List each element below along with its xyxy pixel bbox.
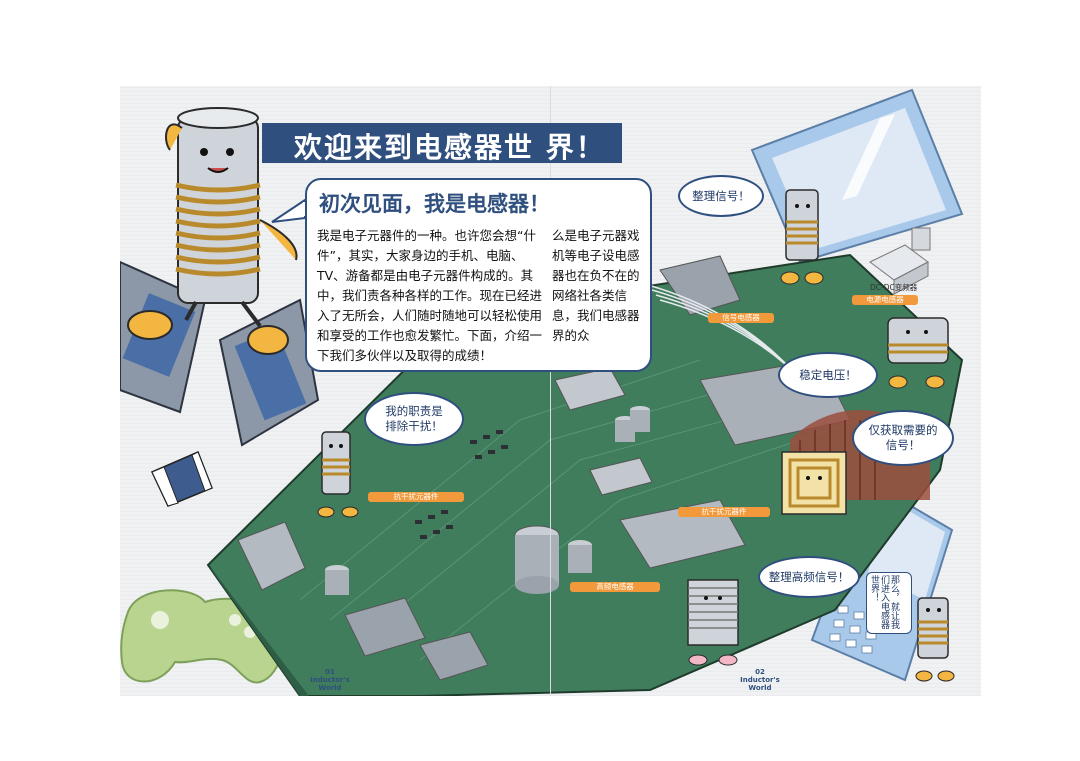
page-title: 欢迎来到电感器世 界！ [294, 131, 606, 164]
speech-text-6: 那么，就让我们进入电感器世界！ [869, 575, 899, 629]
speech-text-1: 整理信号！ [692, 188, 750, 203]
mascot-small-4 [687, 579, 739, 666]
page-fold [550, 86, 551, 696]
intro-bubble: 初次见面，我是电感器！ 我是电子元器件的一种。也许您会想“什件”，其实，大家身边… [305, 178, 652, 372]
chip-component-icon [150, 451, 213, 507]
speech-text-4: 我的职责是排除干扰！ [385, 404, 443, 433]
title-banner: 欢迎来到电感器世 界！ [262, 123, 622, 164]
mascot-square-coil [781, 451, 847, 515]
speech-bubble-6: 那么，就让我们进入电感器世界！ [866, 572, 912, 634]
page-number-right-num: 02 [755, 668, 765, 676]
mascot-small-5 [915, 597, 955, 682]
label-dcdc-converter: DC-DC变频器 [870, 283, 918, 292]
page-number-right: 02 Inductor's World [728, 668, 792, 692]
mascot-large [127, 107, 298, 355]
mascot-small-2 [887, 317, 949, 389]
label-emi-component-1: 抗干扰元器件 [368, 492, 464, 502]
speech-text-5: 整理高频信号！ [768, 569, 850, 584]
speech-bubble-1: 整理信号！ [678, 175, 764, 217]
intro-text-right: 么是电子元器戏机等电子设电感器也在负不在的网络社各类信息，我们电感器界的众 [552, 228, 640, 343]
intro-text-left: 我是电子元器件的一种。也许您会想“什件”，其实，大家身边的手机、电脑、TV、游备… [317, 228, 543, 363]
page-number-left: 01 Inductor's World [298, 668, 362, 692]
page-number-right-name: Inductor's World [740, 676, 780, 692]
mascot-small-3 [317, 431, 359, 518]
speech-bubble-3: 仅获取需要的信号！ [852, 410, 954, 466]
label-hf-inductor: 高频电感器 [570, 582, 660, 592]
intro-heading: 初次见面，我是电感器！ [319, 192, 550, 216]
mascot-small-1 [780, 189, 824, 285]
label-emi-component-2: 抗干扰元器件 [678, 507, 770, 517]
speech-text-3: 仅获取需要的信号！ [868, 423, 938, 452]
speech-bubble-4: 我的职责是排除干扰！ [364, 392, 464, 446]
dcdc-converter-icon [869, 227, 931, 295]
label-signal-inductor: 信号电感器 [708, 313, 774, 323]
speech-text-2: 稳定电压！ [799, 367, 857, 382]
page-number-left-num: 01 [325, 668, 335, 676]
label-power-inductor: 电源电感器 [852, 295, 918, 305]
speech-bubble-2: 稳定电压！ [778, 352, 878, 398]
speech-bubble-5: 整理高频信号！ [758, 556, 860, 598]
page-number-left-name: Inductor's World [310, 676, 350, 692]
